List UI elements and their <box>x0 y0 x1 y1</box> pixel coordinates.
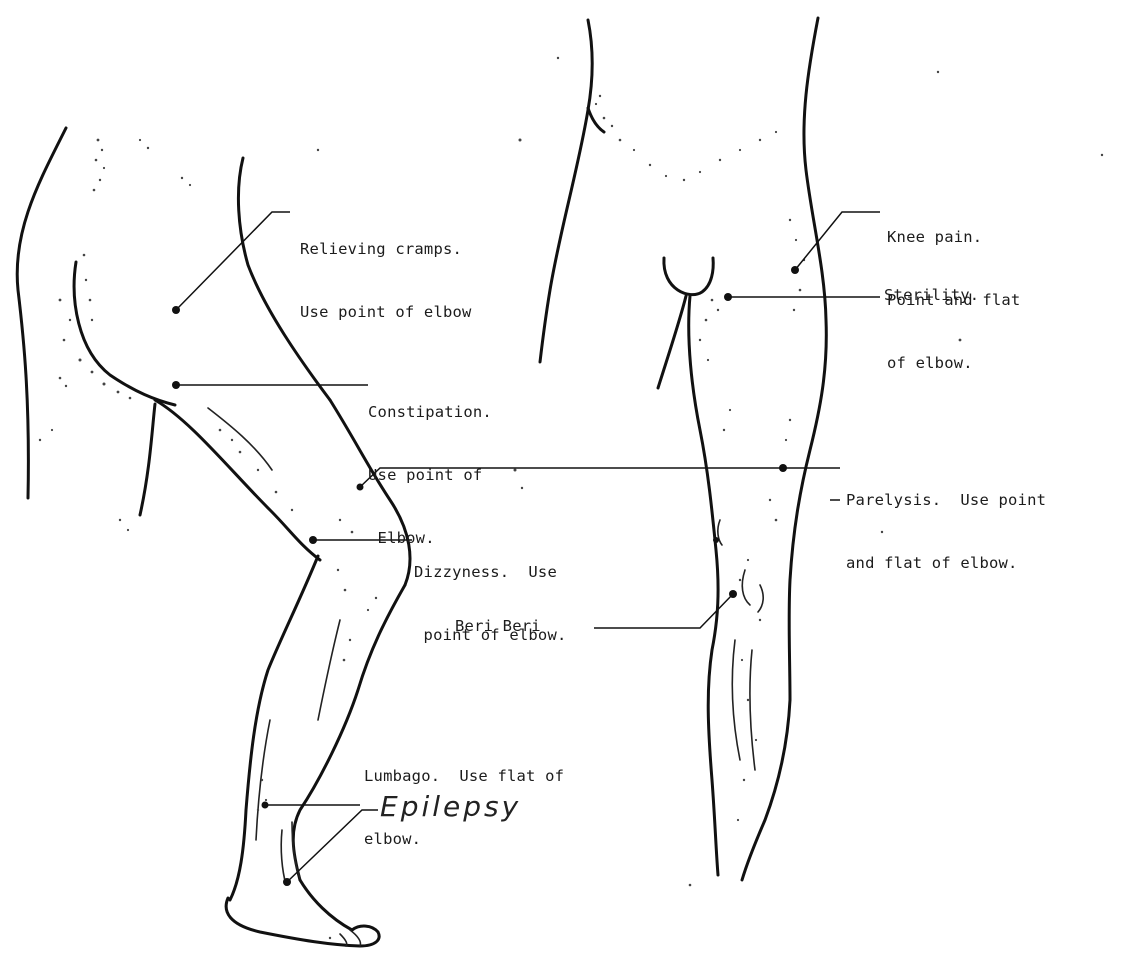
inner-leg-line <box>689 296 718 875</box>
label-paralysis-line-1: Parelysis. Use point <box>846 490 1046 511</box>
knee-detail-1 <box>742 570 750 605</box>
back-outline <box>17 128 66 498</box>
leader-knee-pain <box>795 212 880 270</box>
label-paralysis: Parelysis. Use point and flat of elbow. <box>846 448 1046 595</box>
label-dizzyness-line-1: Dizzyness. Use <box>414 562 567 583</box>
hip-crease <box>588 108 604 132</box>
label-knee-pain-line-3: of elbow. <box>887 353 1020 374</box>
outer-leg-line <box>742 18 826 880</box>
label-lumbago-line-2: elbow. <box>364 829 564 850</box>
torso-left-line <box>540 20 592 362</box>
knee-detail-2 <box>758 585 763 612</box>
toe-line-1 <box>350 930 361 946</box>
thigh-under-line <box>155 400 320 560</box>
calf-back-line <box>230 556 318 900</box>
label-paralysis-line-2: and flat of elbow. <box>846 553 1046 574</box>
label-knee-pain-line-1: Knee pain. <box>887 227 1020 248</box>
foot-top-line <box>300 880 352 930</box>
label-dizzyness: Dizzyness. Use point of elbow. <box>414 520 567 667</box>
foot-outline <box>226 898 379 946</box>
label-constipation-line-1: Constipation. <box>368 402 492 423</box>
label-sterility: Sterility. <box>884 285 979 306</box>
label-relieving-cramps: Relieving cramps. Use point of elbow <box>300 197 472 344</box>
shin-detail-2 <box>732 640 740 760</box>
leader-relieving-cramps <box>176 212 290 310</box>
shin-detail-3 <box>750 650 755 770</box>
shin-shading <box>318 620 340 720</box>
label-epilepsy: Epilepsy <box>380 790 521 823</box>
other-leg-inner-line <box>658 296 686 388</box>
label-constipation-line-2: Use point of <box>368 465 492 486</box>
label-lumbago-line-1: Lumbago. Use flat of <box>364 766 564 787</box>
ankle-detail <box>281 830 286 885</box>
label-relieving-cramps-line-1: Relieving cramps. <box>300 239 472 260</box>
knee-crease <box>208 408 272 470</box>
label-relieving-cramps-line-2: Use point of elbow <box>300 302 472 323</box>
leader-beri-beri <box>594 594 733 628</box>
label-beri-beri: Beri Beri <box>455 616 541 637</box>
point-shin-front <box>713 537 719 543</box>
front-view-stippling <box>595 95 805 821</box>
thigh-back-line <box>140 404 155 515</box>
groin-loop <box>664 258 713 295</box>
buttock-fold <box>74 262 175 405</box>
